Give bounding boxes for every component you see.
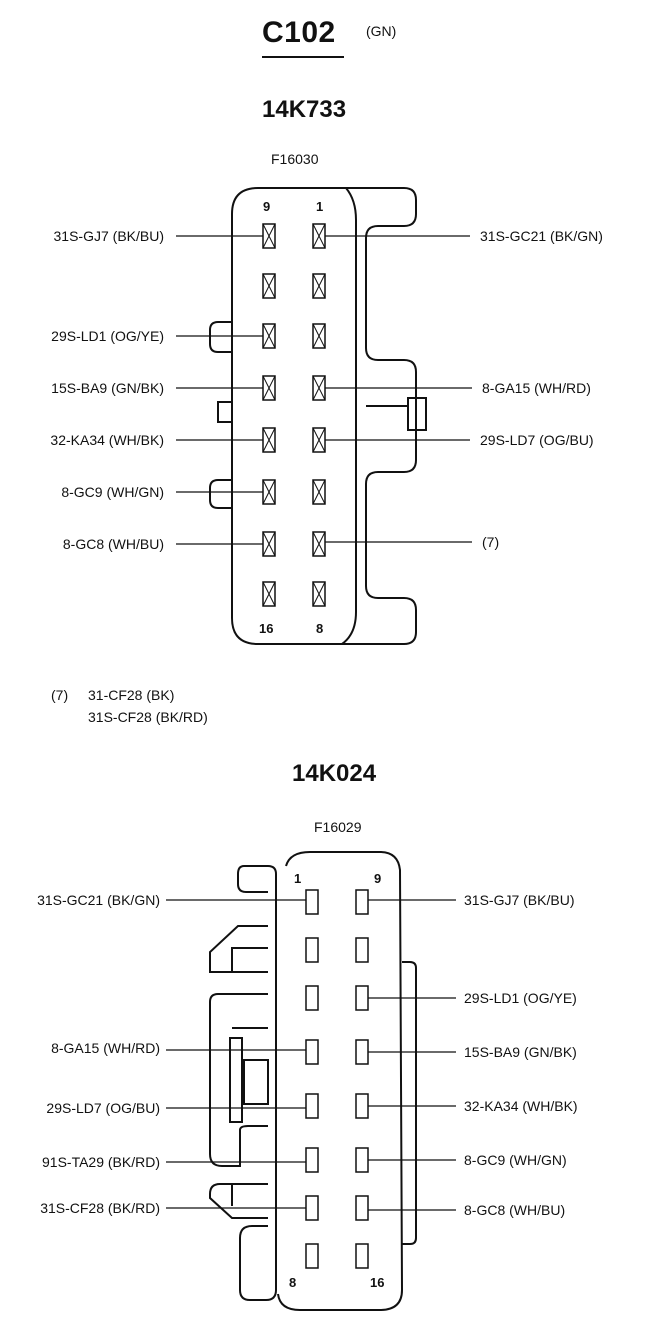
bottom-right-label: 8-GC8 (WH/BU) xyxy=(464,1202,566,1218)
connector-color-code: (GN) xyxy=(366,23,397,39)
bottom-pin-number-16: 16 xyxy=(370,1275,385,1290)
bottom-connector-figure-id: F16029 xyxy=(314,819,362,835)
top-connector-figure-id: F16030 xyxy=(271,151,319,167)
bottom-right-label: 8-GC9 (WH/GN) xyxy=(464,1152,567,1168)
bottom-right-label: 15S-BA9 (GN/BK) xyxy=(464,1044,577,1060)
top-pin-number-1: 1 xyxy=(316,199,324,214)
top-pin-number-8: 8 xyxy=(316,621,324,636)
bottom-right-label: 32-KA34 (WH/BK) xyxy=(464,1098,578,1114)
bottom-left-label: 29S-LD7 (OG/BU) xyxy=(46,1100,160,1116)
bottom-left-label: 91S-TA29 (BK/RD) xyxy=(42,1154,160,1170)
title-underline xyxy=(262,56,344,58)
bottom-left-label: 8-GA15 (WH/RD) xyxy=(51,1040,160,1056)
top-left-label: 32-KA34 (WH/BK) xyxy=(50,432,164,448)
top-pin-number-16: 16 xyxy=(259,621,274,636)
top-connector-part-number: 14K733 xyxy=(262,96,347,123)
bottom-pin-number-1: 1 xyxy=(294,871,302,886)
top-left-label: 8-GC8 (WH/BU) xyxy=(62,536,164,552)
footnote-ref: (7) xyxy=(51,687,69,703)
bottom-left-label: 31S-GC21 (BK/GN) xyxy=(37,892,160,908)
top-right-label: 8-GA15 (WH/RD) xyxy=(482,380,591,396)
top-right-label: 31S-GC21 (BK/GN) xyxy=(480,228,603,244)
bottom-right-label: 29S-LD1 (OG/YE) xyxy=(464,990,577,1006)
connector-title: C102 xyxy=(262,16,336,49)
footnote-line-2: 31S-CF28 (BK/RD) xyxy=(88,709,208,725)
top-left-label: 29S-LD1 (OG/YE) xyxy=(51,328,164,344)
top-left-label: 8-GC9 (WH/GN) xyxy=(61,484,164,500)
bottom-pin-grid xyxy=(305,889,369,1269)
top-left-label: 31S-GJ7 (BK/BU) xyxy=(53,228,164,244)
top-right-label: 29S-LD7 (OG/BU) xyxy=(480,432,594,448)
footnote-line-1: 31-CF28 (BK) xyxy=(88,687,175,703)
top-left-label: 15S-BA9 (GN/BK) xyxy=(51,380,164,396)
bottom-pin-number-9: 9 xyxy=(374,871,382,886)
bottom-left-label: 31S-CF28 (BK/RD) xyxy=(40,1200,160,1216)
top-right-label: (7) xyxy=(482,534,500,550)
top-pin-number-9: 9 xyxy=(263,199,271,214)
bottom-connector-part-number: 14K024 xyxy=(292,760,377,787)
bottom-right-label: 31S-GJ7 (BK/BU) xyxy=(464,892,575,908)
bottom-pin-number-8: 8 xyxy=(289,1275,297,1290)
